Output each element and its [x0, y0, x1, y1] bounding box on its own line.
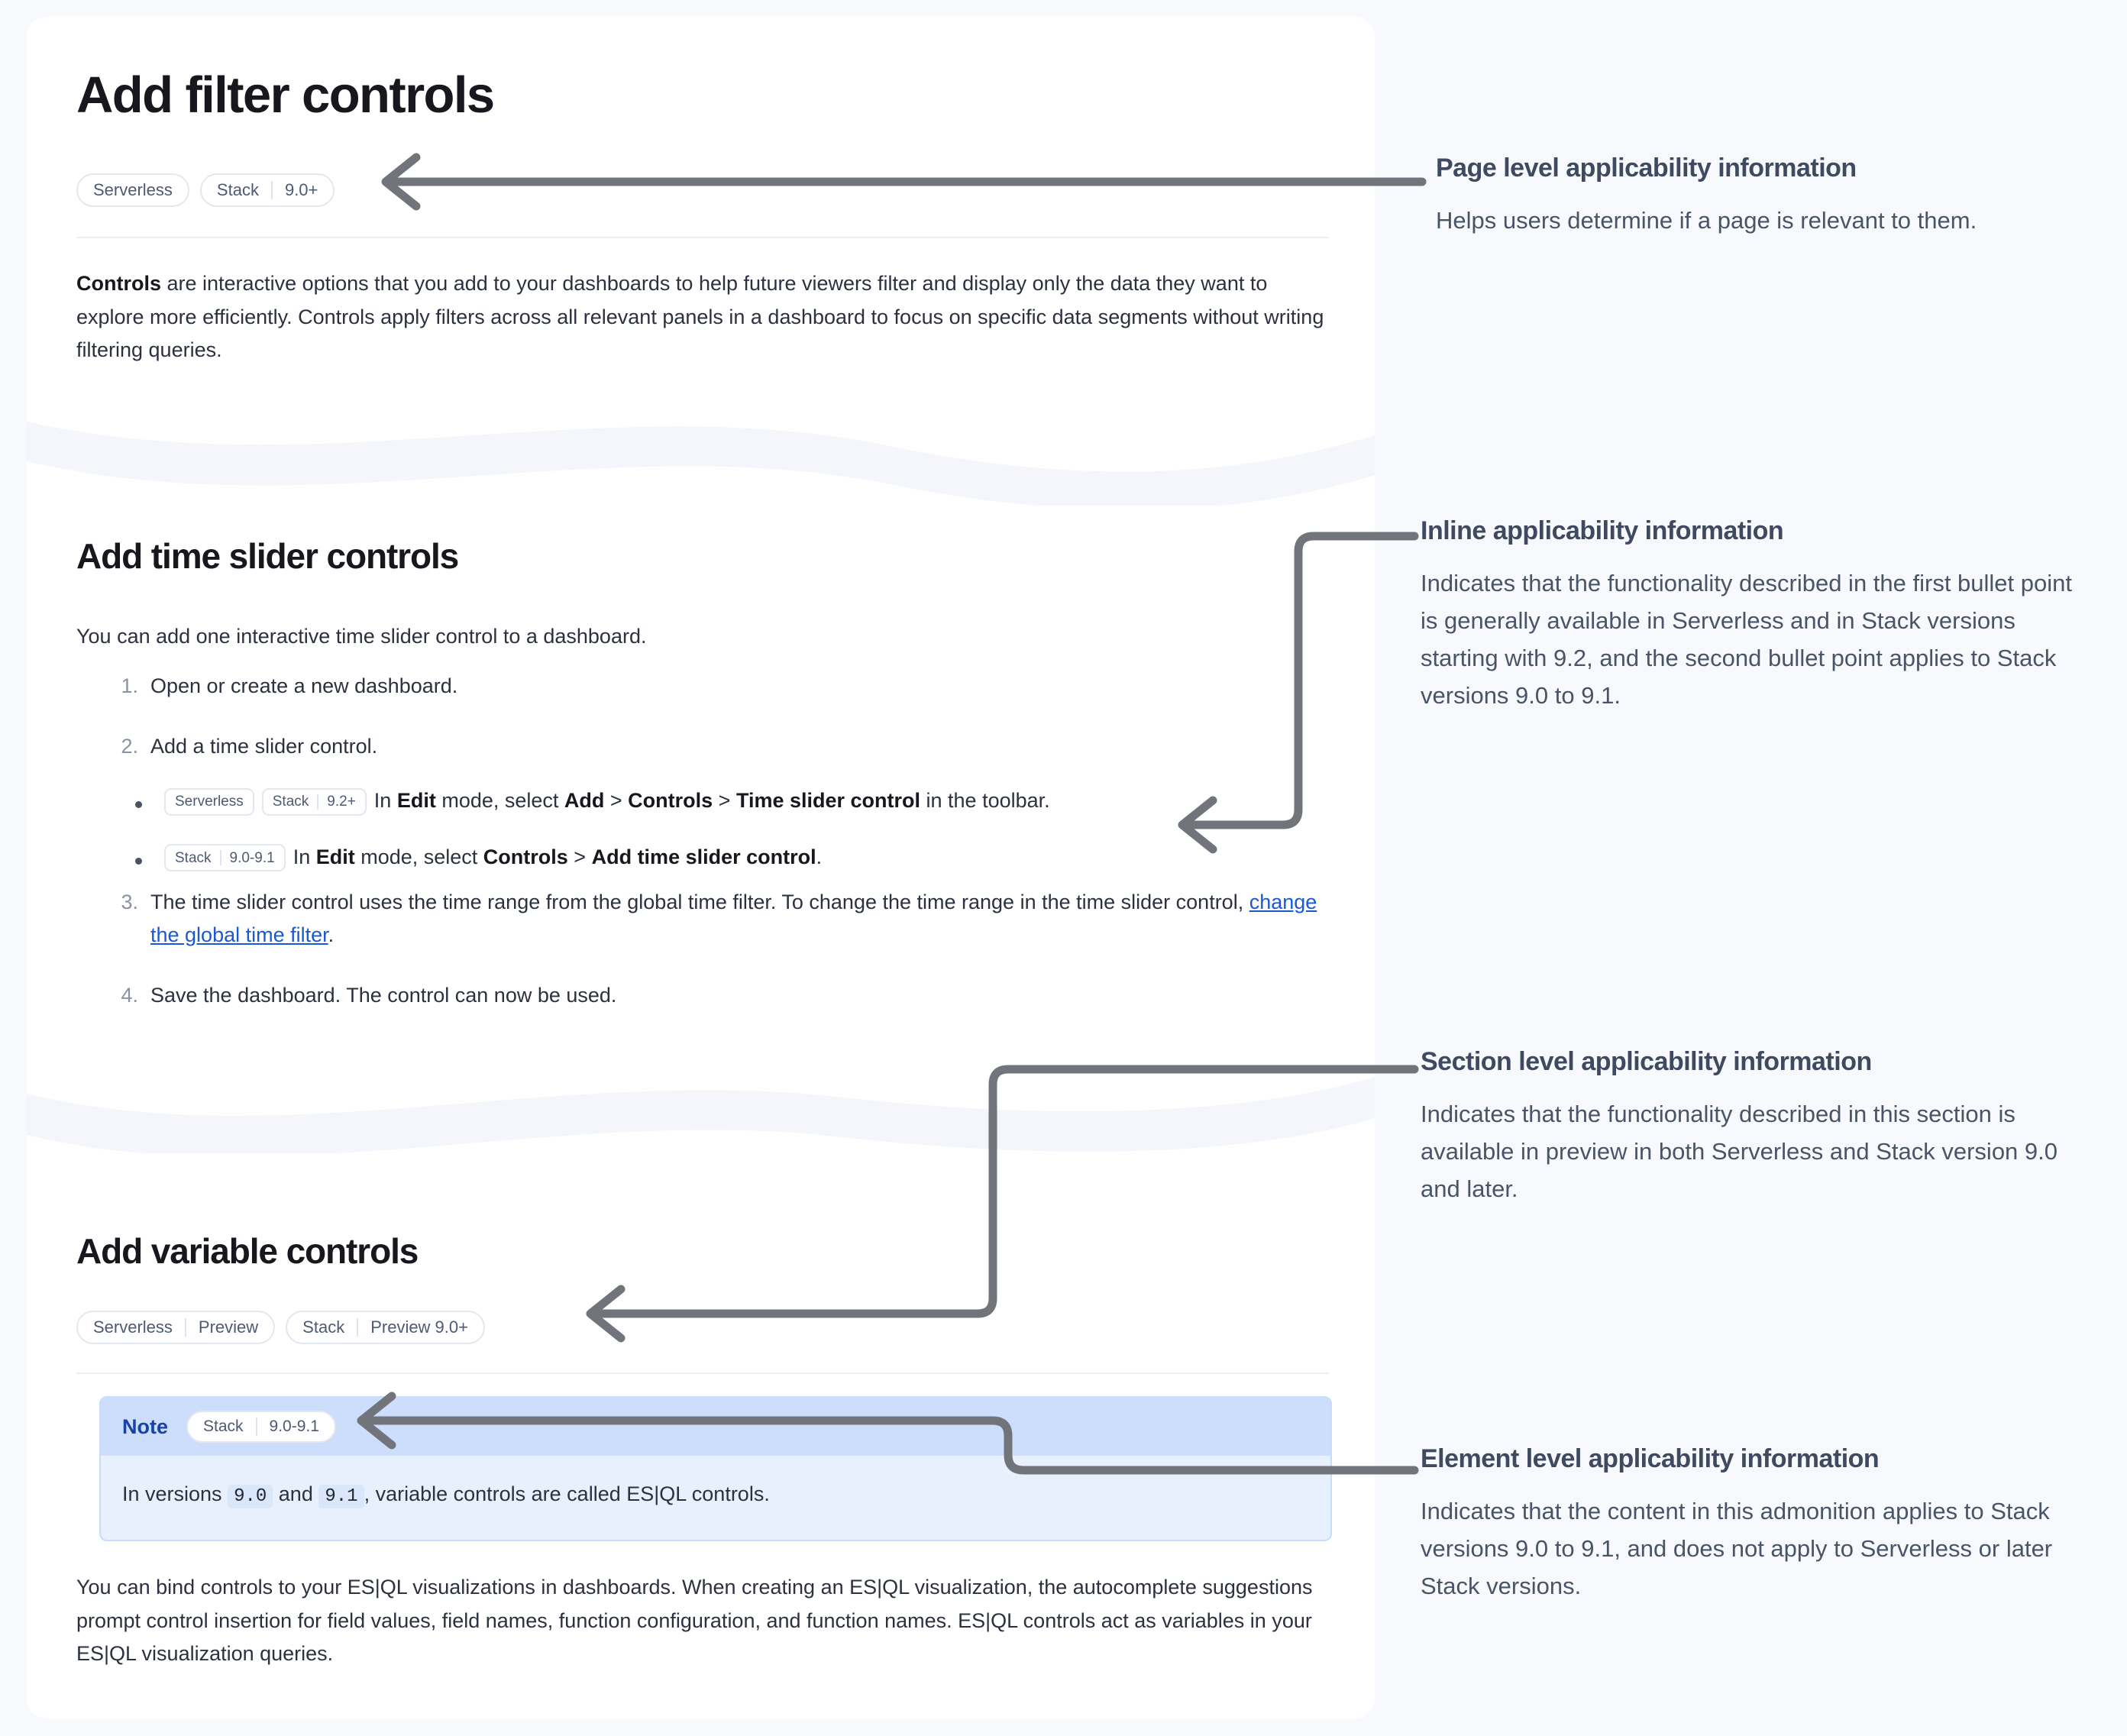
global-time-filter-link[interactable]: change the global time filter — [150, 890, 1317, 946]
badge-name: Serverless — [93, 1317, 173, 1337]
list-text: Serverless Stack 9.2+ In Edit mode, select … — [164, 786, 1340, 816]
list-text: Add a time slider control. — [150, 735, 378, 758]
annotation-title: Section level applicability information — [1421, 1047, 1872, 1076]
intro-rest: are interactive options that you add to … — [76, 272, 1324, 362]
step-3-post: . — [328, 923, 335, 946]
badge-serverless[interactable]: Serverless — [76, 173, 189, 207]
esql-paragraph: You can bind controls to your ES|QL visu… — [76, 1576, 1313, 1666]
list-number: 2. — [121, 735, 138, 758]
badge-value: 9.0-9.1 — [229, 849, 275, 866]
horizontal-rule — [76, 1372, 1329, 1374]
badge-name: Stack — [203, 1418, 244, 1435]
list-item: Stack 9.0-9.1 In Edit mode, select Control… — [135, 842, 1340, 872]
note-text-after: , variable controls are called ES|QL con… — [364, 1482, 770, 1505]
annotation-page-level: Page level applicability information Hel… — [1436, 153, 2108, 240]
badge-stack[interactable]: Stack 9.2+ — [261, 788, 367, 816]
list-item: 1. Open or create a new dashboard. — [103, 670, 1340, 703]
section-lead-time-slider: You can add one interactive time slider … — [76, 625, 647, 648]
list-text: Save the dashboard. The control can now … — [150, 984, 617, 1007]
annotation-text: Indicates that the content in this admon… — [1421, 1497, 2053, 1599]
badge-stack[interactable]: Stack 9.0-9.1 — [164, 844, 286, 872]
badge-divider — [270, 181, 273, 199]
annotation-text: Indicates that the functionality describ… — [1421, 1100, 2058, 1202]
badge-divider — [184, 1318, 186, 1337]
page-applicability-badges: Serverless Stack 9.0+ — [76, 173, 335, 207]
list-item: 3. The time slider control uses the time… — [103, 886, 1340, 952]
list-number: 4. — [121, 984, 138, 1007]
badge-name: Serverless — [175, 794, 244, 810]
badge-name: Stack — [272, 794, 309, 810]
badge-value: Preview — [198, 1317, 259, 1337]
badge-divider — [255, 1418, 257, 1436]
horizontal-rule — [76, 237, 1329, 238]
annotation-text: Indicates that the functionality describ… — [1421, 569, 2072, 709]
badge-value: 9.0+ — [284, 180, 318, 199]
note-header: Note Stack 9.0-9.1 — [101, 1398, 1330, 1456]
badge-divider — [317, 794, 319, 810]
badge-name: Stack — [175, 849, 212, 866]
list-number: 1. — [121, 674, 138, 697]
intro-paragraph: Controls are interactive options that yo… — [76, 267, 1329, 367]
step-3-pre: The time slider control uses the time ra… — [150, 890, 1249, 913]
bullet-1-parts: In Edit mode, select Controls > Add time… — [293, 845, 823, 868]
annotation-inline-level: Inline applicability information Indicat… — [1421, 516, 2093, 715]
intro-lead: Controls — [76, 272, 161, 295]
list-item: 2. Add a time slider control. Serverless… — [103, 730, 1340, 872]
annotation-title: Inline applicability information — [1421, 516, 1784, 545]
section-heading-variable-controls: Add variable controls — [76, 1231, 419, 1271]
badge-divider — [219, 850, 221, 866]
time-slider-steps: 1. Open or create a new dashboard. 2. Ad… — [103, 670, 1340, 1039]
badge-stack-preview[interactable]: Stack Preview 9.0+ — [286, 1311, 485, 1344]
version-code-9-0: 9.0 — [228, 1485, 273, 1508]
document-card: Add filter controls Serverless Stack 9.0… — [27, 17, 1375, 1718]
list-text: The time slider control uses the time ra… — [150, 886, 1340, 952]
annotation-element-level: Element level applicability information … — [1421, 1443, 2093, 1605]
badge-name: Stack — [302, 1317, 345, 1337]
badge-value: 9.0-9.1 — [269, 1418, 319, 1435]
version-code-9-1: 9.1 — [318, 1485, 364, 1508]
badge-serverless-preview[interactable]: Serverless Preview — [76, 1311, 276, 1344]
annotation-text: Helps users determine if a page is relev… — [1436, 206, 1977, 234]
page-title: Add filter controls — [76, 66, 495, 124]
note-admonition: Note Stack 9.0-9.1 In versions 9.0 and 9… — [99, 1396, 1332, 1541]
list-text: Open or create a new dashboard. — [150, 674, 458, 697]
list-text: Stack 9.0-9.1 In Edit mode, select Control… — [164, 842, 1340, 872]
badge-value: Preview 9.0+ — [370, 1317, 468, 1337]
bullet-dot-icon — [135, 801, 142, 809]
annotation-title: Element level applicability information — [1421, 1444, 1880, 1473]
badge-name: Stack — [216, 180, 259, 199]
section-applicability-badges: Serverless Preview Stack Preview 9.0+ — [76, 1311, 485, 1344]
bullet-0-parts: In Edit mode, select Add > Controls > Ti… — [373, 789, 1050, 813]
section-heading-time-slider: Add time slider controls — [76, 536, 459, 576]
list-item: 4. Save the dashboard. The control can n… — [103, 979, 1340, 1012]
annotation-section-level: Section level applicability information … — [1421, 1046, 2093, 1208]
note-text-before: In versions — [122, 1482, 228, 1505]
annotation-title: Page level applicability information — [1436, 154, 1857, 183]
note-text-mid: and — [273, 1482, 319, 1505]
badge-name: Serverless — [93, 180, 173, 199]
badge-serverless[interactable]: Serverless — [164, 788, 254, 816]
note-label: Note — [122, 1414, 168, 1438]
badge-divider — [357, 1318, 359, 1337]
badge-stack[interactable]: Stack 9.0-9.1 — [186, 1411, 336, 1443]
badge-value: 9.2+ — [327, 794, 356, 810]
badge-stack[interactable]: Stack 9.0+ — [199, 173, 335, 207]
bullet-dot-icon — [135, 857, 142, 865]
list-item: Serverless Stack 9.2+ In Edit mode, select … — [135, 786, 1340, 816]
note-body: In versions 9.0 and 9.1, variable contro… — [101, 1456, 1330, 1540]
list-number: 3. — [121, 890, 138, 913]
